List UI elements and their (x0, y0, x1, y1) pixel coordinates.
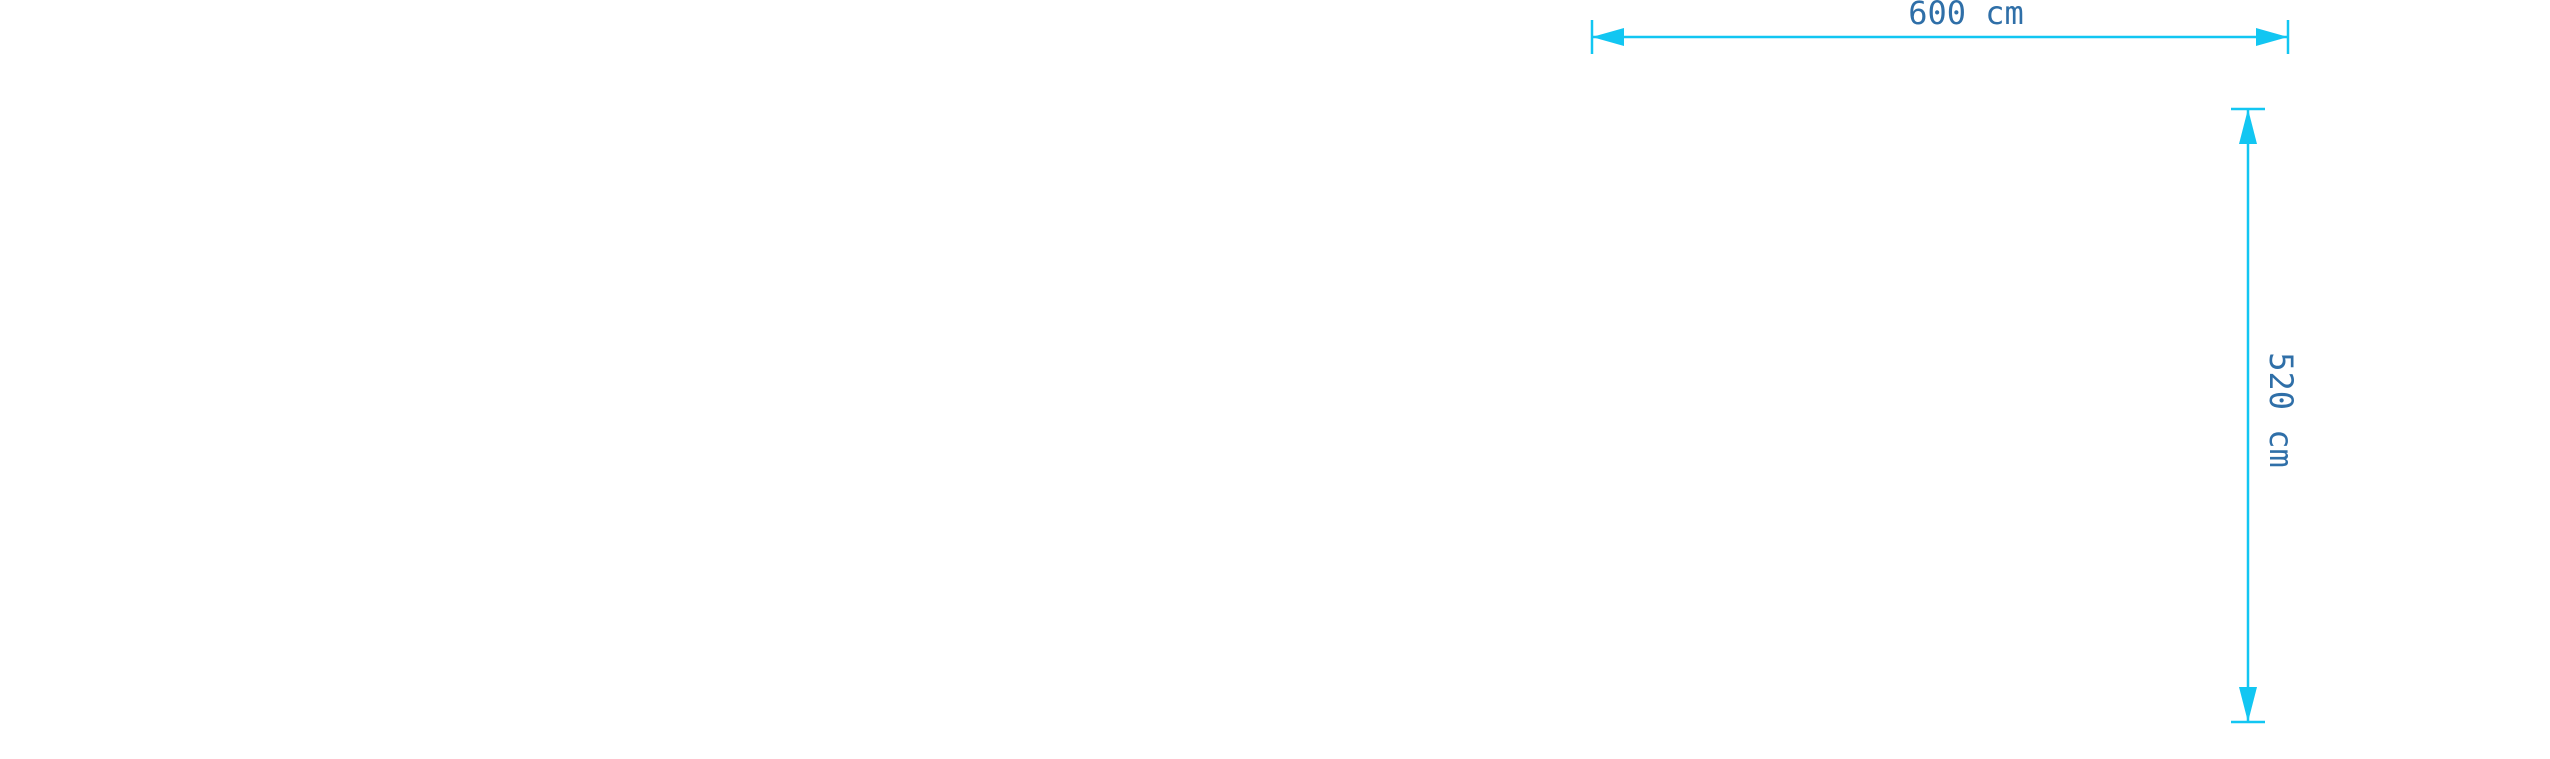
width-dimension-label: 600 cm (1908, 0, 2024, 32)
width-dimension: 600 cm (1590, 0, 2290, 54)
height-arrow-top-icon (2239, 109, 2257, 144)
width-arrow-right-icon (2256, 28, 2288, 46)
width-arrow-left-icon (1592, 28, 1624, 46)
height-dimension-label: 520 cm (2262, 352, 2300, 468)
height-arrow-bottom-icon (2239, 687, 2257, 722)
height-dimension: 520 cm (2231, 107, 2300, 724)
